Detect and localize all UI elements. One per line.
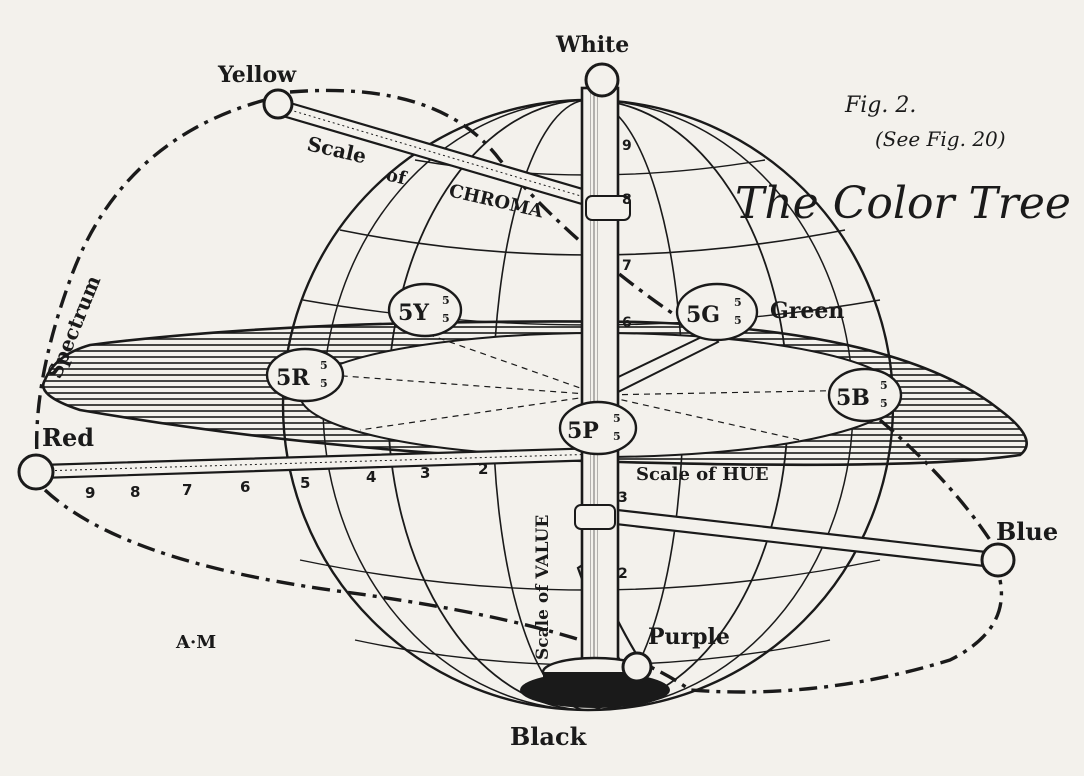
white-ball xyxy=(584,62,620,98)
value-scale: 9 8 7 6 3 2 xyxy=(618,138,632,582)
label-of: of xyxy=(384,164,409,189)
yellow-ball xyxy=(262,88,294,120)
notation-5p: 5P 5 5 xyxy=(558,400,638,456)
value-mark-6: 6 xyxy=(622,315,632,331)
fig-label: Fig. 2. xyxy=(844,93,916,118)
blue-ball xyxy=(980,542,1016,578)
chroma-mark-3: 3 xyxy=(420,464,430,482)
chroma-mark-9: 9 xyxy=(85,484,95,502)
notation-5b-num: 5 xyxy=(880,379,888,392)
chroma-mark-7: 7 xyxy=(182,481,192,499)
notation-5p-den: 5 xyxy=(613,430,621,443)
notation-5g-num: 5 xyxy=(734,296,742,309)
notation-5r-hue: 5R xyxy=(276,365,310,391)
notation-5p-hue: 5P xyxy=(567,418,599,444)
label-yellow: Yellow xyxy=(217,62,297,88)
notation-5g-den: 5 xyxy=(734,314,742,327)
color-balls xyxy=(17,62,1016,683)
label-scale-of-value: Scale of VALUE xyxy=(533,515,553,660)
notation-5y-den: 5 xyxy=(442,312,450,325)
value-trunk xyxy=(574,86,631,690)
notation-5b: 5B 5 5 xyxy=(827,367,903,423)
notation-5g: 5G 5 5 xyxy=(675,282,759,342)
chroma-scale: 9 8 7 6 5 4 3 2 xyxy=(85,460,488,502)
figure-title: The Color Tree xyxy=(735,178,1071,229)
value-mark-9: 9 xyxy=(622,138,632,154)
label-blue: Blue xyxy=(996,517,1058,546)
chroma-mark-4: 4 xyxy=(366,468,376,486)
chroma-mark-2: 2 xyxy=(478,460,488,478)
blue-chroma-arm xyxy=(596,506,997,569)
purple-ball xyxy=(621,651,653,683)
label-black: Black xyxy=(510,722,588,751)
label-white: White xyxy=(555,32,629,58)
notation-5y-num: 5 xyxy=(442,294,450,307)
red-chroma-arm xyxy=(38,446,602,480)
label-red: Red xyxy=(42,423,94,452)
value-mark-8: 8 xyxy=(622,192,632,208)
label-green: Green xyxy=(770,298,844,324)
red-ball xyxy=(17,453,55,491)
notation-5b-den: 5 xyxy=(880,397,888,410)
notation-5r-num: 5 xyxy=(320,359,328,372)
notation-5y-hue: 5Y xyxy=(398,300,429,326)
chroma-mark-8: 8 xyxy=(130,483,140,501)
value-mark-2: 2 xyxy=(618,566,628,582)
spectrum-path xyxy=(34,88,1004,694)
value-mark-7: 7 xyxy=(622,258,632,274)
fig-reference: (See Fig. 20) xyxy=(875,127,1006,151)
notation-5r: 5R 5 5 xyxy=(265,347,345,403)
notation-5y: 5Y 5 5 xyxy=(387,282,463,338)
chroma-mark-5: 5 xyxy=(300,474,310,492)
value-mark-3: 3 xyxy=(618,490,628,506)
notation-5b-hue: 5B xyxy=(836,385,870,411)
label-purple: Purple xyxy=(648,624,730,650)
notation-5r-den: 5 xyxy=(320,377,328,390)
artist-signature: A·M xyxy=(175,632,216,653)
notation-5g-hue: 5G xyxy=(686,302,720,328)
label-scale-of-hue: Scale of HUE xyxy=(636,464,769,485)
notation-5p-num: 5 xyxy=(613,412,621,425)
chroma-mark-6: 6 xyxy=(240,478,250,496)
